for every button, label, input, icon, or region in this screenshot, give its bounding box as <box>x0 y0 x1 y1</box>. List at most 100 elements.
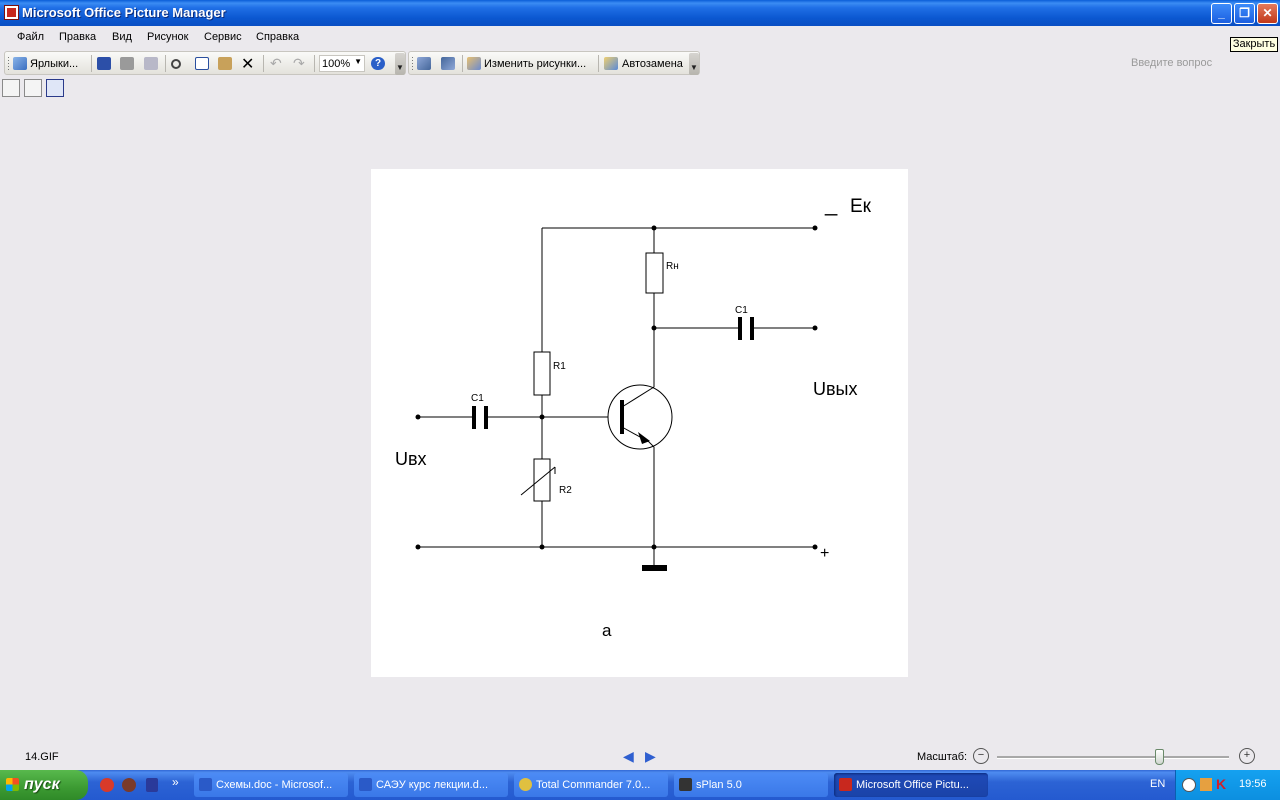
emitter-arrow <box>638 432 650 444</box>
menu-help[interactable]: Справка <box>256 31 300 43</box>
start-button[interactable]: пуск <box>0 770 88 800</box>
zoom-in-icon: + <box>1243 749 1251 761</box>
menu-edit[interactable]: Правка <box>59 31 97 43</box>
transistor-base-bar <box>620 400 624 434</box>
rotate-right-icon <box>441 57 455 70</box>
shortcuts-icon <box>13 57 27 70</box>
zoom-in-button[interactable]: + <box>1239 748 1255 764</box>
tray-expand-icon[interactable] <box>1182 778 1196 792</box>
autocorrect-button[interactable]: Автозамена <box>604 55 683 72</box>
single-picture-view-button[interactable] <box>46 79 64 97</box>
r2-variable-arrow <box>520 466 556 496</box>
save-button[interactable] <box>97 55 111 72</box>
ground-symbol <box>642 565 667 571</box>
help-question-input[interactable]: Введите вопрос <box>1131 57 1213 69</box>
terminal-dot <box>415 544 421 550</box>
rotate-right-button[interactable] <box>441 55 455 72</box>
minus-label: _ <box>824 191 838 216</box>
shortcuts-label: Ярлыки... <box>30 57 79 70</box>
cut-button[interactable] <box>171 55 181 72</box>
taskbar: пуск » Схемы.doc - Microsof... САЭУ курс… <box>0 770 1280 800</box>
zoom-value: 100% <box>322 57 351 70</box>
previous-picture-button[interactable]: ◀ <box>623 748 634 765</box>
toolbar-separator <box>91 55 92 72</box>
task-total-commander[interactable]: Total Commander 7.0... <box>514 773 668 797</box>
send-button[interactable] <box>144 55 158 72</box>
shortcuts-button[interactable]: Ярлыки... <box>13 55 78 72</box>
c1-output-label: C1 <box>735 305 748 316</box>
menu-file[interactable]: Файл <box>17 31 45 43</box>
standard-toolbar: Ярлыки... ✕ ↶ ↷ 100% ▼ ? ▼ <box>4 51 406 75</box>
close-button[interactable]: ✕ <box>1257 3 1278 24</box>
uvyh-label: Uвых <box>813 379 858 399</box>
zoom-slider-thumb[interactable] <box>1155 749 1165 765</box>
redo-icon: ↷ <box>293 55 305 71</box>
opera-icon[interactable] <box>100 778 114 792</box>
c1-input-plate-a <box>472 406 476 429</box>
zoom-slider-track[interactable] <box>997 749 1229 765</box>
zoom-label: Масштаб: <box>917 751 968 763</box>
toolbar-grip[interactable] <box>411 56 414 71</box>
thumbnail-view-button[interactable] <box>2 79 20 97</box>
paste-button[interactable] <box>218 55 232 72</box>
r1-resistor <box>533 351 551 396</box>
toolbar-separator <box>263 55 264 72</box>
filmstrip-view-button[interactable] <box>24 79 42 97</box>
task-label: Схемы.doc - Microsof... <box>216 779 333 791</box>
paste-icon <box>218 57 232 70</box>
plus-label: + <box>820 545 829 562</box>
autocorrect-icon <box>604 57 618 70</box>
toolbar-options-chevron[interactable]: ▼ <box>689 53 699 75</box>
next-picture-button[interactable]: ▶ <box>645 748 656 765</box>
menu-view[interactable]: Вид <box>112 31 132 43</box>
rotate-left-button[interactable] <box>417 55 431 72</box>
picture-toolbar: Изменить рисунки... Автозамена ▼ <box>408 51 700 75</box>
restore-button[interactable]: ❐ <box>1234 3 1255 24</box>
task-splan[interactable]: sPlan 5.0 <box>674 773 828 797</box>
uvh-label: Uвх <box>395 449 427 469</box>
system-tray: K 19:56 <box>1175 770 1280 800</box>
redo-button[interactable]: ↷ <box>293 55 305 72</box>
print-button[interactable] <box>120 55 134 72</box>
caption-label: а <box>602 621 612 640</box>
help-icon: ? <box>371 57 385 70</box>
menu-picture[interactable]: Рисунок <box>147 31 189 43</box>
minimize-button[interactable]: _ <box>1211 3 1232 24</box>
r1-label: R1 <box>553 361 566 372</box>
copy-button[interactable] <box>195 55 209 72</box>
antivirus-icon[interactable]: K <box>1216 776 1227 792</box>
delete-button[interactable]: ✕ <box>241 55 254 73</box>
tray-app-icon[interactable] <box>1200 778 1212 791</box>
task-picture-manager[interactable]: Microsoft Office Pictu... <box>834 773 988 797</box>
edit-pictures-icon <box>467 57 481 70</box>
language-indicator[interactable]: EN <box>1150 778 1166 790</box>
task-label: Microsoft Office Pictu... <box>856 779 969 791</box>
rotate-left-icon <box>417 57 431 70</box>
zoom-combobox[interactable]: 100% ▼ <box>319 55 365 72</box>
email-icon <box>144 57 158 70</box>
app-icon[interactable] <box>4 5 19 20</box>
chevron-down-icon: ▼ <box>354 57 362 66</box>
menu-tools[interactable]: Сервис <box>204 31 242 43</box>
edit-pictures-button[interactable]: Изменить рисунки... <box>467 55 586 72</box>
toolbar-options-chevron[interactable]: ▼ <box>395 53 405 75</box>
terminal-dot <box>812 225 818 231</box>
junction-dot <box>651 325 657 331</box>
menu-bar: Файл Правка Вид Рисунок Сервис Справка В… <box>0 26 1280 69</box>
save-quicklaunch-icon[interactable] <box>146 778 158 792</box>
toolbar-grip[interactable] <box>7 56 10 71</box>
task-label: Total Commander 7.0... <box>536 779 651 791</box>
zoom-out-button[interactable]: − <box>973 748 989 764</box>
task-word-lectures[interactable]: САЭУ курс лекции.d... <box>354 773 508 797</box>
rn-label: Rн <box>666 261 679 272</box>
junction-dot <box>651 225 657 231</box>
help-button[interactable]: ? <box>371 55 385 72</box>
word-icon <box>199 778 212 791</box>
quicklaunch-more-icon[interactable]: » <box>172 775 179 789</box>
task-word-schemes[interactable]: Схемы.doc - Microsof... <box>194 773 348 797</box>
copy-icon <box>195 57 209 70</box>
undo-button[interactable]: ↶ <box>270 55 282 72</box>
media-player-icon[interactable] <box>122 778 136 792</box>
word-icon <box>359 778 372 791</box>
c1-input-label: C1 <box>471 393 484 404</box>
